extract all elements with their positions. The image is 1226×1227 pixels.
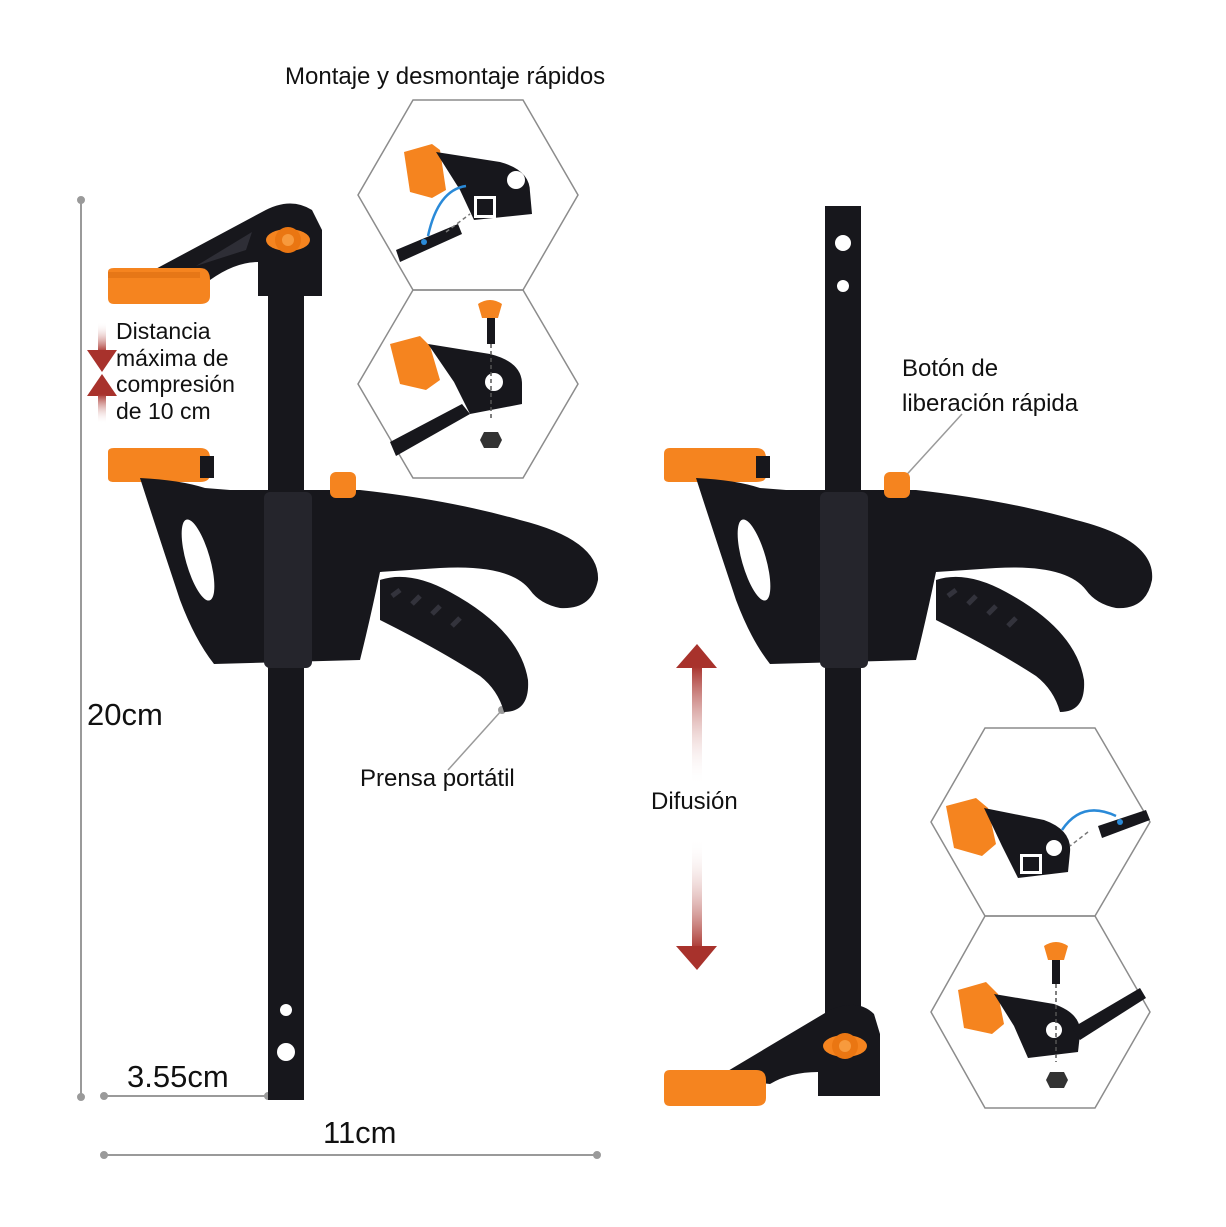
max-compression-line-1: Distancia [116, 318, 211, 344]
total-width-dimension-label: 11cm [323, 1115, 397, 1150]
left-clamp-icon [108, 203, 599, 1100]
max-compression-line-2: máxima de [116, 344, 229, 371]
max-compression-line-4: de 10 cm [116, 397, 211, 424]
detail-1-icon [396, 144, 532, 262]
detail-4-icon [958, 942, 1146, 1088]
release-button-line-1: Botón de [902, 355, 999, 382]
max-compression-line-3: compresión [116, 371, 235, 397]
detail-2-icon [390, 300, 522, 456]
right-spreader-icon [664, 206, 1153, 1106]
portable-clamp-label: Prensa portátil [360, 765, 515, 792]
assembly-title: Montaje y desmontaje rápidos [285, 63, 606, 90]
assembly-detail-icon [357, 99, 1151, 1109]
release-button-line-2: liberación rápida [902, 390, 1079, 417]
height-dimension-label: 20cm [87, 697, 163, 732]
detail-3-icon [946, 798, 1150, 878]
compression-arrows-icon [87, 322, 117, 424]
bar-width-dimension-label: 3.55cm [127, 1059, 229, 1094]
release-button-label: Botón de liberación rápida [902, 351, 1078, 421]
max-compression-label: Distancia máxima de compresión de 10 cm [116, 318, 235, 424]
spreading-arrow-icon [676, 644, 717, 970]
spreading-label: Difusión [651, 788, 738, 815]
